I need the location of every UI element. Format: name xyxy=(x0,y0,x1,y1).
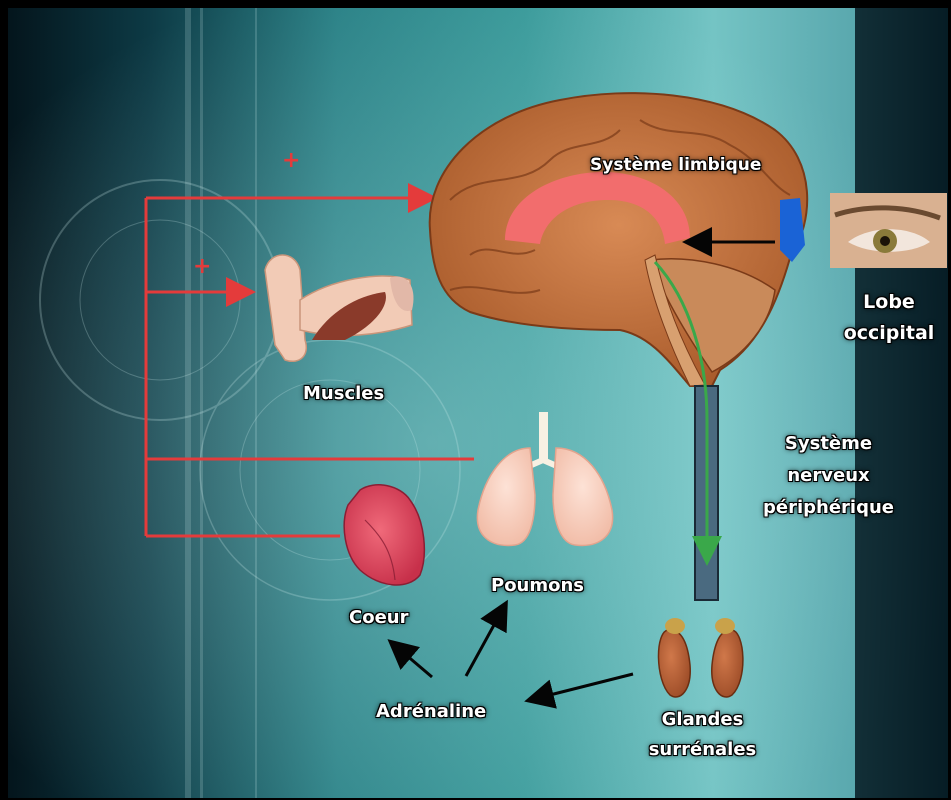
label-adrenaline: Adrénaline xyxy=(376,700,486,724)
right-dark-strip xyxy=(855,8,948,798)
label-systeme-limbique: Système limbique xyxy=(590,153,761,177)
eye-photo xyxy=(830,193,947,268)
label-coeur: Coeur xyxy=(349,606,408,630)
label-systeme-nerveux-peripherique: Système nerveux périphérique xyxy=(736,428,921,524)
label-lobe-occipital: Lobe occipital xyxy=(828,287,950,349)
background-glow xyxy=(8,8,948,798)
label-poumons: Poumons xyxy=(491,574,584,598)
plus-marker-muscles: + xyxy=(193,254,211,279)
plus-marker-brain: + xyxy=(282,148,300,173)
label-muscles: Muscles xyxy=(303,382,384,406)
label-glandes-surrenales: Glandes surrénales xyxy=(640,705,765,765)
